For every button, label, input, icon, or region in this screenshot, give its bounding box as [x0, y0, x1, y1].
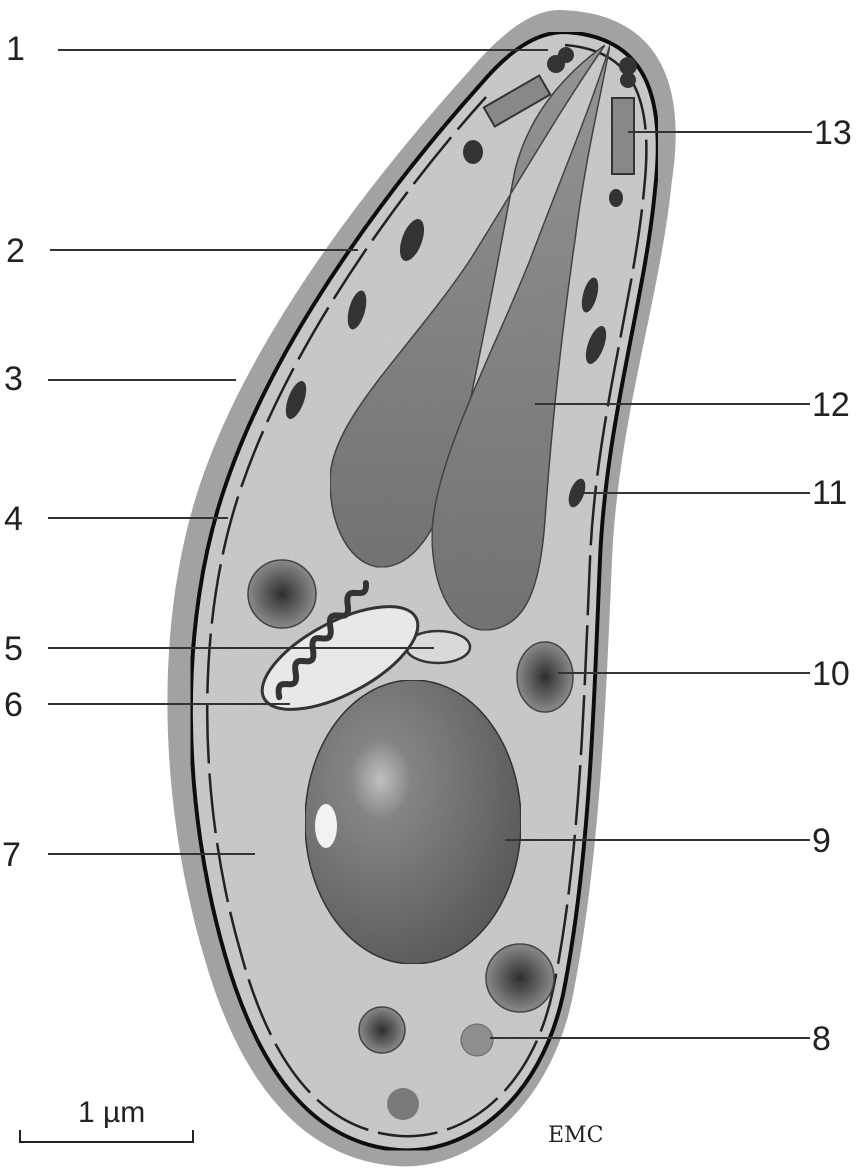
artist-signature: EMC	[548, 1123, 603, 1148]
conoid-granule	[558, 47, 574, 63]
nucleus-highlight	[315, 804, 337, 848]
conoid-granule	[620, 72, 636, 88]
dense-granule	[486, 944, 554, 1012]
nucleus	[305, 680, 521, 964]
apical-organelle-right	[612, 98, 634, 174]
dense-granule	[461, 1024, 493, 1056]
label-10: 10	[812, 655, 850, 693]
label-7: 7	[2, 836, 21, 874]
dense-granule	[248, 560, 316, 628]
label-6: 6	[4, 686, 23, 724]
label-3: 3	[4, 360, 23, 398]
label-13: 13	[814, 114, 852, 152]
label-11: 11	[812, 474, 847, 512]
microneme	[463, 140, 483, 164]
label-4: 4	[4, 500, 23, 538]
microneme	[609, 189, 623, 207]
dense-granule	[517, 642, 573, 712]
label-8: 8	[812, 1020, 831, 1058]
label-2: 2	[6, 232, 25, 270]
label-1: 1	[6, 30, 25, 68]
label-5: 5	[4, 630, 23, 668]
dense-granule	[359, 1007, 405, 1053]
label-9: 9	[812, 822, 831, 860]
dense-granule	[387, 1088, 419, 1120]
scale-bar-label: 1 µm	[78, 1096, 145, 1129]
label-12: 12	[812, 386, 850, 424]
scale-bar: 1 µm	[20, 1096, 193, 1142]
